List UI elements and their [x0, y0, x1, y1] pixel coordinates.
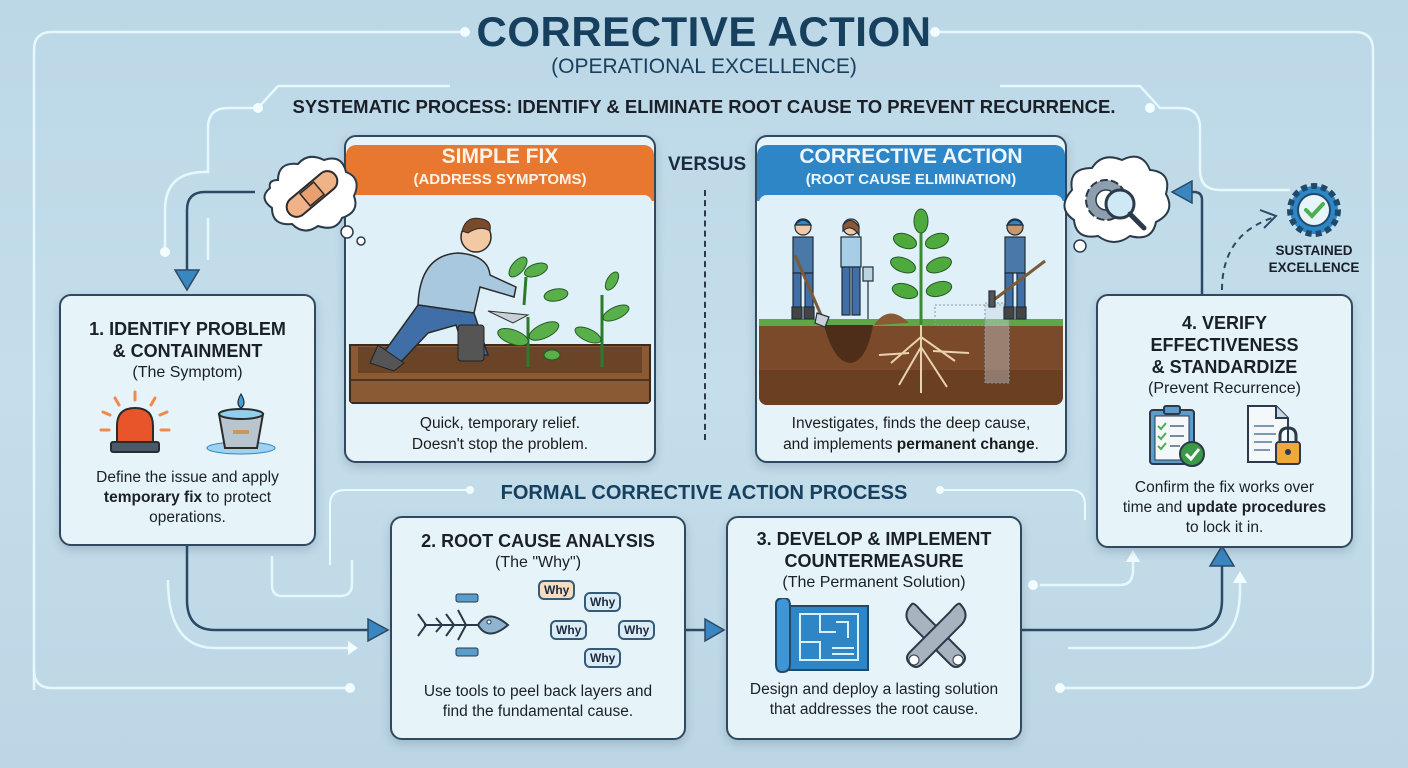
- corrective-action-panel: CORRECTIVE ACTION (ROOT CAUSE ELIMINATIO…: [755, 135, 1067, 463]
- corrective-action-caption: Investigates, finds the deep cause, and …: [783, 415, 1039, 453]
- simple-fix-subtitle: (ADDRESS SYMPTOMS): [413, 171, 587, 188]
- gear-magnifier-icon: [1085, 179, 1147, 231]
- step-4-verify-standardize: 4. VERIFY EFFECTIVENESS & STANDARDIZE (P…: [1096, 294, 1353, 548]
- why-bubble: Why: [538, 580, 576, 600]
- corrective-action-title: CORRECTIVE ACTION: [799, 145, 1023, 168]
- simple-fix-caption: Quick, temporary relief. Doesn't stop th…: [411, 415, 589, 453]
- gear-check-icon: [1287, 183, 1341, 237]
- fishbone-diagram-icon: [417, 593, 510, 657]
- step-3-develop-countermeasure: 3. DEVELOP & IMPLEMENT COUNTERMEASURE (T…: [726, 516, 1022, 740]
- simple-fix-title: SIMPLE FIX: [441, 145, 559, 168]
- versus-divider: [704, 190, 706, 440]
- gardener-trimming-illustration: [348, 195, 652, 405]
- leaking-bucket-icon: [206, 392, 275, 455]
- blueprint-icon: [775, 598, 869, 674]
- simple-fix-header: SIMPLE FIX (ADDRESS SYMPTOMS): [346, 145, 654, 201]
- page-subtitle: (OPERATIONAL EXCELLENCE): [551, 55, 857, 78]
- bandage-thought-bubble: [248, 150, 378, 250]
- sustained-excellence: SUSTAINED EXCELLENCE: [1264, 180, 1364, 276]
- corrective-action-subtitle: (ROOT CAUSE ELIMINATION): [805, 171, 1017, 188]
- why-bubble: Why: [584, 648, 622, 668]
- bandage-icon: [285, 170, 339, 218]
- gear-magnifier-thought-bubble: [1052, 150, 1178, 260]
- versus-label: VERSUS: [668, 154, 747, 175]
- checklist-clipboard-icon: [1148, 405, 1205, 467]
- why-bubble: Why: [550, 620, 588, 640]
- alarm-light-icon: [99, 390, 170, 453]
- locked-document-icon: [1246, 405, 1301, 465]
- step-1-identify-problem: 1. IDENTIFY PROBLEM & CONTAINMENT (The S…: [59, 294, 316, 546]
- corrective-action-header: CORRECTIVE ACTION (ROOT CAUSE ELIMINATIO…: [757, 145, 1065, 201]
- page-title: CORRECTIVE ACTION: [476, 8, 932, 55]
- simple-fix-panel: SIMPLE FIX (ADDRESS SYMPTOMS): [344, 135, 656, 463]
- why-bubble: Why: [584, 592, 622, 612]
- why-bubble: Why: [618, 620, 656, 640]
- tagline: SYSTEMATIC PROCESS: IDENTIFY & ELIMINATE…: [292, 96, 1116, 117]
- workers-digging-roots-illustration: [759, 195, 1063, 405]
- wrenches-icon: [905, 602, 967, 668]
- formal-process-title: FORMAL CORRECTIVE ACTION PROCESS: [500, 482, 908, 504]
- step-2-root-cause-analysis: 2. ROOT CAUSE ANALYSIS (The "Why") Why W…: [390, 516, 686, 740]
